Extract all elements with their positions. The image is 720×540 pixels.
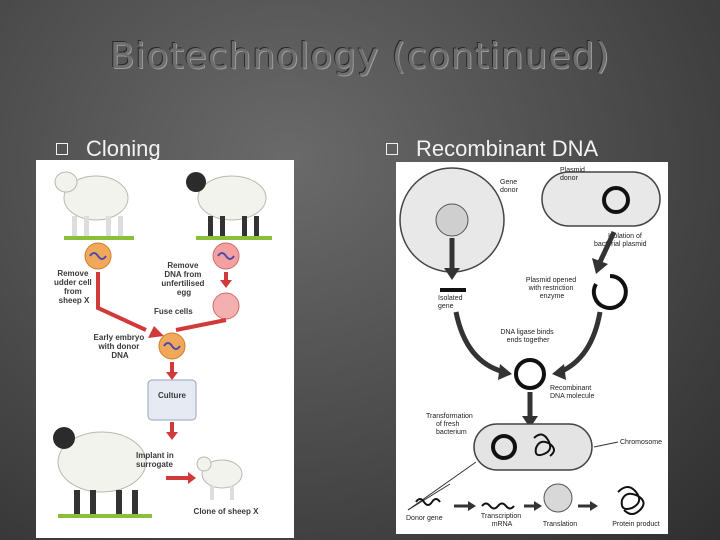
isolated-gene-line2: gene: [438, 303, 454, 310]
bullet-recombinant: Recombinant DNA: [386, 136, 598, 162]
bullet-recombinant-label: Recombinant DNA: [416, 136, 599, 161]
svg-text:Plasmid donor: Plasmid donor: [560, 167, 587, 182]
remove-udder-line4: sheep X: [59, 296, 90, 305]
remove-dna-line2: DNA from: [164, 270, 201, 279]
cloning-diagram: Remove udder cell from sheep X Remove DN…: [36, 160, 294, 538]
svg-text:Recombinant DNA molecule: Recombinant DNA molecule: [550, 385, 594, 400]
svg-text:Transformation of fresh: Transformation of fresh bacterium: [426, 413, 475, 436]
bullet-icon: [386, 143, 398, 155]
embryo-line3: DNA: [111, 351, 129, 360]
transformation-line2: of fresh: [436, 421, 459, 428]
plasmid-donor-line2: donor: [560, 175, 579, 182]
plasmid-opened-line2: with restriction: [528, 285, 574, 292]
ligase-line1: DNA ligase binds: [500, 329, 554, 336]
surrogate-sheep-icon: [53, 427, 152, 518]
transformation-line1: Transformation: [426, 413, 473, 420]
clone-label: Clone of sheep X: [194, 507, 260, 516]
svg-text:DNA ligase binds ends to: DNA ligase binds ends together: [500, 329, 555, 344]
embryo-line2: with donor: [97, 342, 139, 351]
plasmid-donor-icon: [541, 171, 661, 227]
recombinant-plasmid-icon: [514, 358, 546, 390]
remove-dna-line4: egg: [177, 288, 191, 297]
plasmid-opened-line3: enzyme: [540, 293, 565, 300]
remove-dna-line1: Remove: [167, 261, 199, 270]
transcription-line1: Transcription: [481, 513, 521, 520]
cloned-lamb-icon: [196, 456, 243, 500]
chromosome-label: Chromosome: [620, 439, 662, 446]
fuse-cells-label: Fuse cells: [154, 307, 193, 316]
remove-dna-line3: unfertilised: [161, 279, 204, 288]
culture-label: Culture: [158, 391, 187, 400]
gene-donor-line1: Gene: [500, 179, 517, 186]
remove-udder-line2: udder cell: [54, 278, 92, 287]
black-faced-sheep-icon: [186, 172, 272, 240]
bullet-icon: [56, 143, 68, 155]
svg-text:Plasmid opened with rest: Plasmid opened with restriction enzyme: [526, 277, 578, 300]
remove-udder-line3: from: [64, 287, 82, 296]
transcription-line2: mRNA: [492, 521, 513, 528]
sheep-x-icon: [54, 171, 134, 240]
isolation-line1: Isolation of: [608, 233, 642, 240]
opened-plasmid-icon: [591, 274, 628, 310]
culture-dish-icon: [147, 379, 197, 421]
protein-product-icon: [617, 486, 645, 515]
recombinant-line1: Recombinant: [550, 385, 591, 392]
svg-text:Remove DNA from un: Remove DNA from unfertilised egg: [161, 261, 206, 297]
isolated-gene-line1: Isolated: [438, 295, 463, 302]
plasmid-opened-line1: Plasmid opened: [526, 277, 576, 284]
svg-text:Isolated gene: Isolated gene: [438, 295, 464, 310]
recombinant-dna-diagram: Gene donor Plasmid donor Isolation of ba…: [396, 162, 668, 534]
translation-label: Translation: [543, 521, 577, 528]
implant-line2: surrogate: [136, 460, 173, 469]
gene-donor-line2: donor: [500, 187, 519, 194]
remove-udder-line1: Remove: [57, 269, 89, 278]
plasmid-donor-line1: Plasmid: [560, 167, 585, 174]
svg-text:Remove udder cell: Remove udder cell from sheep X: [54, 269, 94, 305]
transformation-line3: bacterium: [436, 429, 467, 436]
svg-text:Implant in surrogate: Implant in surrogate: [136, 451, 176, 469]
donor-gene-label: Donor gene: [406, 515, 443, 522]
protein-label: Protein product: [612, 521, 660, 528]
recombinant-line2: DNA molecule: [550, 393, 594, 400]
isolation-line2: bacterial plasmid: [594, 241, 647, 248]
bullet-cloning: Cloning: [56, 136, 161, 162]
ribosome-icon: [543, 483, 573, 513]
implant-line1: Implant in: [136, 451, 174, 460]
embryo-line1: Early embryo: [94, 333, 145, 342]
slide-title: Biotechnology (continued): [109, 36, 611, 77]
ligase-line2: ends together: [507, 337, 550, 344]
svg-text:Early embryo with donor: Early embryo with donor DNA: [94, 333, 147, 360]
bullet-cloning-label: Cloning: [86, 136, 161, 161]
svg-text:Transcription mRNA: Transcription mRNA: [481, 513, 523, 528]
svg-text:Isolation of bacterial p: Isolation of bacterial plasmid: [594, 233, 647, 248]
enucleated-egg-icon: [212, 292, 240, 320]
svg-text:Gene donor: Gene donor: [500, 179, 519, 194]
